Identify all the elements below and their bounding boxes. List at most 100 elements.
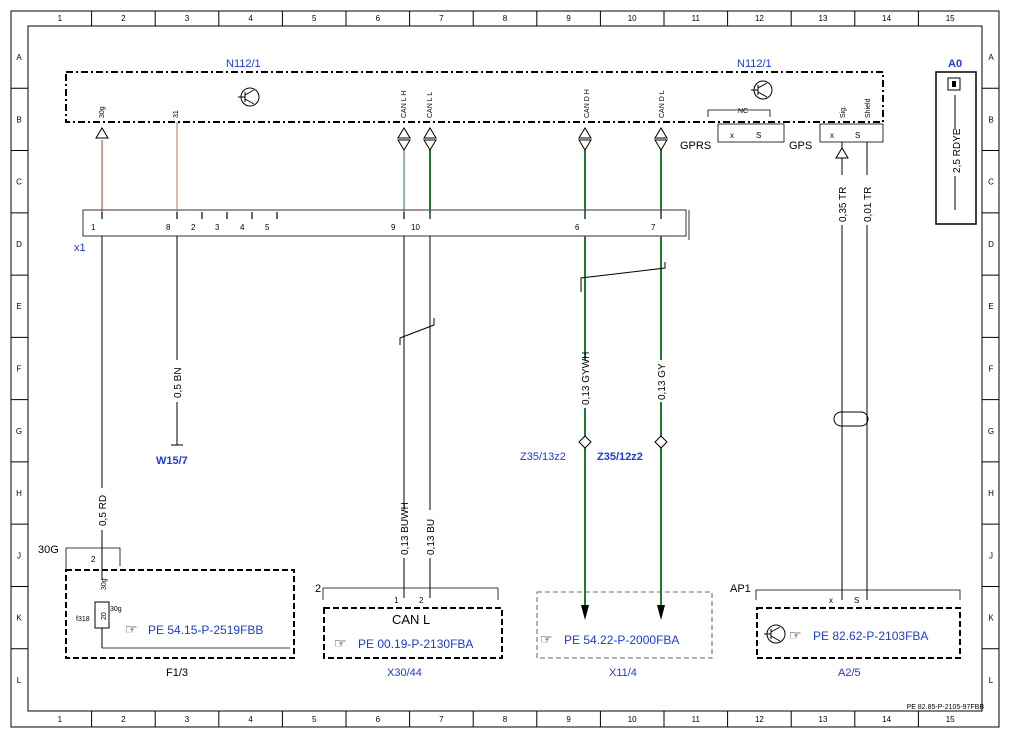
grid-row-label: H (988, 489, 994, 498)
f13-label: F1/3 (166, 667, 188, 679)
grid-row-label: G (988, 427, 994, 436)
ref-x11[interactable]: PE 54.22-P-2000FBA (564, 633, 679, 647)
a25-box (756, 607, 961, 659)
wire-label-05rd: 0,5 RD (98, 495, 109, 526)
document-id: PE 82.85-P-2105-97FBB (907, 704, 985, 711)
x30-pin-1: 1 (394, 596, 399, 605)
fuse-id: f318 (76, 616, 90, 623)
ref-hand-icon: ☞ (540, 631, 553, 647)
x1-pin-5: 5 (265, 223, 270, 232)
twist-mark (399, 318, 435, 345)
grid-col-label: 7 (439, 14, 444, 23)
grid-row-label: E (988, 302, 993, 311)
a0-wire-label: 2,5 RDYE (952, 128, 963, 173)
arrow-down-icon (657, 605, 665, 620)
x1-pin-9: 9 (391, 223, 396, 232)
grid-row-label: K (16, 614, 22, 623)
x1-pin-10: 10 (411, 223, 420, 232)
ref-a25[interactable]: PE 82.62-P-2103FBA (813, 629, 928, 643)
grid-row-label: J (17, 551, 21, 560)
n112-module-box (65, 71, 884, 123)
gps-connector (819, 123, 884, 143)
x1-pin-6: 6 (575, 223, 580, 232)
arrow-up-icon (654, 127, 668, 139)
grid-col-label: 15 (946, 14, 955, 23)
x1-pin-2: 2 (191, 223, 196, 232)
nc-label: NC (738, 108, 748, 115)
wire-label-05bn: 0,5 BN (173, 367, 184, 398)
grid-col-label: 3 (185, 14, 190, 23)
wire-label-035tr: 0,35 TR (838, 187, 849, 222)
grid-col-label: 13 (819, 14, 828, 23)
grid-row-label: L (989, 676, 994, 685)
ref-hand-icon: ☞ (125, 621, 138, 637)
arrow-down-icon (397, 139, 411, 151)
gprs-pin-s: S (756, 131, 761, 140)
grid-col-label: 5 (312, 715, 317, 724)
ref-x30[interactable]: PE 00.19-P-2130FBA (358, 637, 473, 651)
grid-col-label: 12 (755, 715, 764, 724)
grid-col-label: 2 (121, 715, 126, 724)
ref-f13[interactable]: PE 54.15-P-2519FBB (148, 623, 263, 637)
wire-label-013bu: 0,13 BU (426, 519, 437, 555)
grid-row-label: C (988, 178, 994, 187)
grid-row-label: G (16, 427, 22, 436)
pin-candl-label: CAN D L (659, 90, 666, 118)
grid-row-label: B (16, 115, 21, 124)
wire-label-001tr: 0,01 TR (863, 187, 874, 222)
a25-label: A2/5 (838, 667, 861, 679)
grid-row-label: C (16, 178, 22, 187)
fuse-pin-30g-top: 30g (101, 578, 108, 590)
x30-box (323, 607, 503, 659)
x30-num: 2 (315, 583, 321, 595)
pin-candh-label: CAN D H (584, 89, 591, 118)
grid-row-label: F (989, 365, 994, 374)
grid-col-label: 6 (376, 715, 381, 724)
30g-rail (65, 547, 121, 570)
wire-label-013buwh: 0,13 BUWH (400, 502, 411, 555)
arrow-up-icon (397, 127, 411, 139)
info-icon-mark (952, 81, 956, 87)
gprs-label: GPRS (680, 140, 711, 152)
grid-col-label: 1 (58, 715, 63, 724)
shield-sleeve (833, 411, 869, 427)
z35-13-label: Z35/13z2 (520, 451, 566, 463)
grid-col-label: 9 (566, 715, 571, 724)
n112-label-right: N112/1 (737, 58, 772, 70)
fuse-rating: 20 (101, 612, 108, 620)
grid-row-label: D (16, 240, 22, 249)
gps-pin-s: S (855, 131, 860, 140)
arrow-down-icon (581, 605, 589, 620)
transistor-icon (764, 624, 786, 644)
grid-row-label: B (988, 115, 993, 124)
can-l-title: CAN L (392, 612, 430, 627)
grid-row-label: D (988, 240, 994, 249)
arrow-up-icon (835, 147, 849, 159)
transistor-icon (238, 87, 260, 107)
grid-row-label: L (17, 676, 22, 685)
grid-row-label: K (988, 614, 994, 623)
ap1-label: AP1 (730, 583, 751, 595)
arrow-down-icon (578, 139, 592, 151)
z35-12-label: Z35/12z2 (597, 451, 643, 463)
grid-col-label: 7 (439, 715, 444, 724)
nc-bracket (707, 109, 771, 117)
grid-col-label: 5 (312, 14, 317, 23)
pin-canlh-label: CAN L H (401, 91, 408, 118)
ap1-rail (755, 589, 961, 600)
w15-label: W15/7 (156, 455, 188, 467)
x1-pin-1: 1 (91, 223, 96, 232)
f13-box (65, 569, 295, 659)
wire-label-013gy: 0,13 GY (657, 363, 668, 400)
x1-pin-8: 8 (166, 223, 171, 232)
x1-pin-4: 4 (240, 223, 245, 232)
pin-sig-label: Sig. (840, 106, 847, 118)
a0-label: A0 (948, 58, 962, 70)
x30-pin-2: 2 (419, 596, 424, 605)
30g-label: 30G (38, 544, 59, 556)
grid-row-label: E (16, 302, 21, 311)
grid-col-label: 6 (376, 14, 381, 23)
a25-pin-s: S (854, 596, 859, 605)
grid-col-label: 2 (121, 14, 126, 23)
